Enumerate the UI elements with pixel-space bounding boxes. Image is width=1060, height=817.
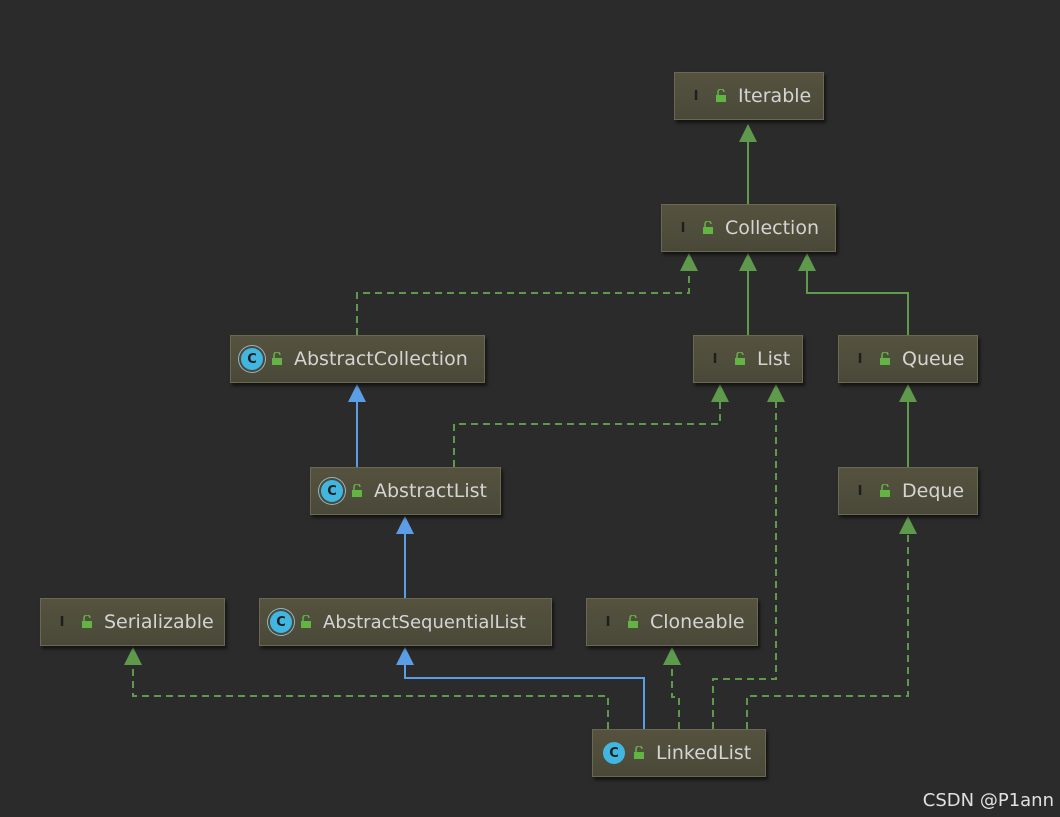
interface-icon: I [605, 614, 611, 630]
edge-linkedlist-cloneable-arrowhead [663, 647, 681, 665]
edge-linkedlist-deque [746, 533, 909, 729]
abstract-class-icon: C [241, 348, 263, 370]
lock-open-icon [82, 615, 92, 628]
lock-open-icon [628, 615, 638, 628]
lock-open-icon [634, 746, 644, 759]
node-label: Serializable [104, 611, 214, 633]
node-label: AbstractSequentialList [323, 611, 526, 633]
lock-open-icon [716, 89, 726, 102]
edge-abstractlist-abstractcollection-arrowhead [348, 384, 366, 402]
lock-open-icon [880, 484, 890, 497]
node-deque[interactable]: I Deque [838, 467, 978, 515]
node-label: Cloneable [650, 611, 745, 633]
node-list[interactable]: I List [693, 335, 803, 383]
lock-open-icon [301, 615, 311, 628]
lock-open-icon [735, 352, 745, 365]
node-label: Collection [725, 217, 819, 239]
edge-list-collection-arrowhead [739, 253, 757, 271]
node-abstract-sequential-list[interactable]: C AbstractSequentialList [259, 598, 552, 646]
edge-abstractcollection-collection [356, 270, 690, 335]
edge-linkedlist-serializable [132, 664, 609, 729]
node-collection[interactable]: I Collection [661, 204, 836, 252]
interface-icon: I [680, 220, 686, 236]
node-label: Deque [902, 480, 965, 502]
interface-icon: I [59, 614, 65, 630]
node-abstract-collection[interactable]: C AbstractCollection [230, 335, 485, 383]
watermark: CSDN @P1ann [922, 790, 1054, 811]
abstract-class-icon: C [321, 480, 343, 502]
edge-abstractlist-list-arrowhead [711, 384, 729, 402]
node-label: AbstractList [374, 480, 487, 502]
edge-linkedlist-deque-arrowhead [899, 516, 917, 534]
edge-linkedlist-list-arrowhead [767, 384, 785, 402]
edge-abstractcollection-collection-arrowhead [680, 253, 698, 271]
edge-queue-collection-arrowhead [798, 253, 816, 271]
lock-open-icon [272, 352, 282, 365]
lock-open-icon [880, 352, 890, 365]
edge-queue-collection [806, 270, 909, 335]
edge-abstractsequentiallist-abstractlist-arrowhead [396, 516, 414, 534]
edge-linkedlist-serializable-arrowhead [124, 647, 142, 665]
edge-linkedlist-abstractsequentiallist [404, 664, 645, 729]
lock-open-icon [352, 484, 362, 497]
node-cloneable[interactable]: I Cloneable [586, 598, 758, 646]
edge-deque-queue-arrowhead [899, 384, 917, 402]
node-label: AbstractCollection [294, 348, 468, 370]
interface-icon: I [693, 88, 699, 104]
interface-icon: I [712, 351, 718, 367]
node-label: Iterable [738, 85, 812, 107]
node-linked-list[interactable]: C LinkedList [592, 729, 766, 777]
node-abstract-list[interactable]: C AbstractList [310, 467, 501, 515]
edge-collection-iterable-arrowhead [739, 124, 757, 142]
node-serializable[interactable]: I Serializable [40, 598, 225, 646]
edge-linkedlist-abstractsequentiallist-arrowhead [396, 647, 414, 665]
abstract-class-icon: C [270, 611, 292, 633]
node-queue[interactable]: I Queue [838, 335, 978, 383]
node-iterable[interactable]: I Iterable [674, 72, 824, 120]
edge-linkedlist-cloneable [671, 664, 680, 729]
interface-icon: I [857, 483, 863, 499]
class-icon: C [603, 742, 625, 764]
node-label: List [757, 348, 791, 370]
interface-icon: I [857, 351, 863, 367]
node-label: LinkedList [656, 742, 752, 764]
node-label: Queue [902, 348, 965, 370]
edge-linkedlist-list [712, 401, 777, 729]
lock-open-icon [703, 221, 713, 234]
edge-abstractlist-list [453, 401, 721, 467]
